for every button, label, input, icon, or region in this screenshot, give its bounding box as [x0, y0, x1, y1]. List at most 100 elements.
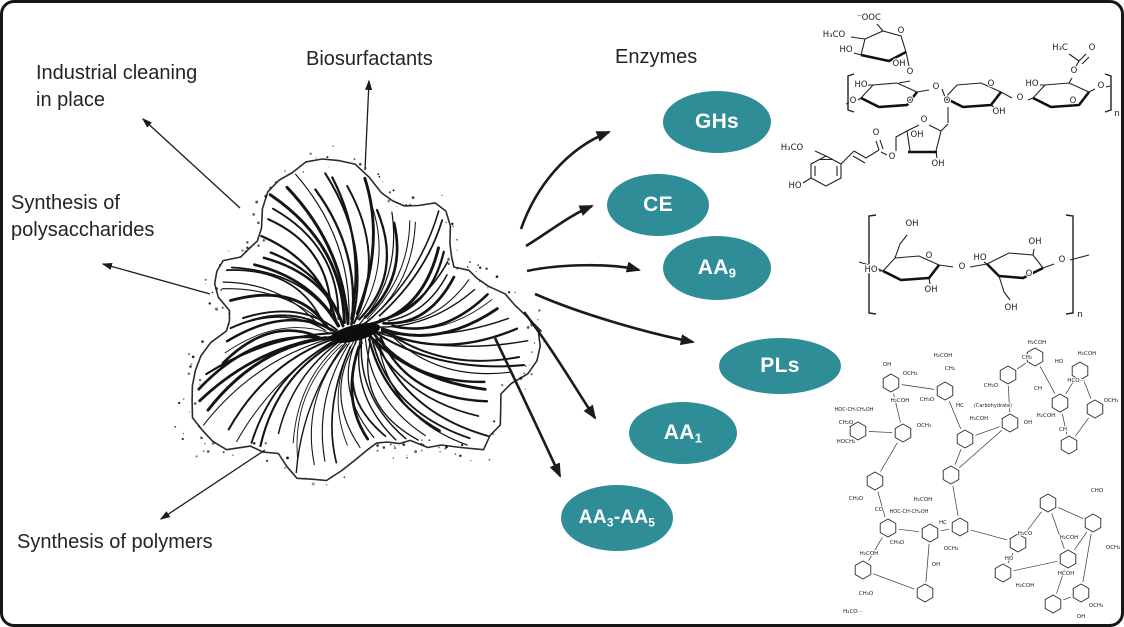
chem-label: O: [1071, 66, 1078, 76]
chem-label: O: [1059, 255, 1066, 265]
chem-label: H₂COH: [860, 551, 879, 557]
chem-label: OH: [1077, 614, 1085, 620]
chem-label: OCH₃: [1104, 398, 1119, 404]
fungus-speckle: [382, 446, 386, 449]
arrow-biosurfactants: [364, 79, 373, 171]
fungus-gill: [259, 340, 340, 448]
fungus-gill: [221, 288, 328, 328]
fungus-gill: [340, 342, 361, 448]
chem-label: H₂COH: [1016, 583, 1035, 589]
fungus-speckle: [264, 194, 268, 198]
chem-label: HO: [864, 265, 877, 275]
chem-label: O: [873, 128, 880, 138]
lignin-bond: [948, 401, 962, 429]
fungus-gill: [198, 336, 327, 403]
fungus-speckle: [257, 244, 260, 247]
lignin-bond: [1024, 511, 1042, 535]
lignin-bond: [959, 430, 1002, 468]
enzyme-arrows: [493, 130, 695, 478]
enzyme-oval-ghs: GHs: [663, 91, 771, 153]
fungus-speckle: [479, 266, 482, 269]
lignin-bond: [868, 431, 893, 433]
label-synthesis-polymers: Synthesis of polymers: [17, 529, 213, 556]
chem-label: O: [1017, 93, 1024, 103]
fungus-gill: [372, 261, 449, 326]
fungus-speckle: [246, 241, 249, 244]
fungus-speckle: [358, 163, 362, 166]
chem-label: HO: [788, 181, 801, 191]
lignin-bond: [880, 442, 898, 472]
lignin-bond: [877, 491, 886, 518]
fungus-speckle: [460, 443, 464, 447]
lignin-aromatic-ring: [951, 517, 969, 537]
fungus-speckle: [284, 170, 286, 172]
lignin-aromatic-ring: [1060, 435, 1078, 455]
lignin-bond: [1008, 385, 1010, 413]
xylan-bonds: [802, 23, 1111, 187]
fungus-speckle: [187, 372, 191, 376]
fungus-gill: [388, 279, 470, 324]
chem-label: OH: [1024, 420, 1032, 426]
fungus-speckle: [500, 383, 504, 387]
fungus-speckle: [178, 401, 181, 405]
lignin-bond: [868, 537, 883, 561]
fungus-speckle: [451, 222, 454, 226]
lignin-aromatic-ring: [849, 421, 867, 441]
fungus-gill: [367, 317, 510, 336]
fungus-speckle: [193, 402, 197, 405]
fungus-gill: [388, 332, 521, 362]
chem-label: O: [1026, 269, 1033, 279]
fungus-speckle: [187, 353, 191, 356]
lignin-bond: [873, 573, 915, 590]
chem-label: O: [933, 82, 940, 92]
fungus-speckle: [244, 250, 247, 253]
chem-label: H₂COH: [1078, 351, 1097, 357]
fungus-speckle: [222, 451, 225, 454]
lignin-bond: [975, 426, 1000, 436]
enzyme-label-pls: PLs: [760, 354, 800, 377]
fungus-speckle: [393, 445, 395, 447]
fungus-gill: [391, 293, 489, 330]
fungus-speckle: [252, 441, 256, 445]
fungus-gill: [356, 197, 380, 320]
fungus-speckle: [202, 450, 205, 452]
arrow-polysaccharides: [101, 263, 211, 295]
fungus-speckle: [530, 373, 533, 376]
chem-label: OCH₃: [944, 546, 959, 552]
lignin-bond: [1065, 380, 1075, 394]
cellulose-bonds: [858, 234, 1090, 301]
lignin-bond: [970, 529, 1008, 541]
fungus-gill: [221, 329, 318, 365]
fungus-gill: [355, 176, 375, 316]
fungus-speckle: [389, 443, 392, 446]
lignin-bond: [925, 543, 930, 583]
fungus-gill: [296, 344, 343, 459]
fungus-speckle: [214, 307, 218, 311]
fungus-speckle: [365, 167, 367, 169]
fungus-gill: [260, 234, 338, 323]
fungus-speckle: [447, 257, 450, 260]
chem-label: H₃CO: [823, 30, 846, 40]
fungus-gill: [285, 185, 350, 326]
chem-label: CH₂O: [859, 591, 874, 597]
fungus-gill: [267, 218, 333, 317]
fungus-speckle: [392, 457, 394, 459]
fungus-speckle: [451, 259, 454, 262]
fungus-gill: [253, 263, 341, 328]
fungus-speckle: [393, 446, 397, 450]
fungus-speckle: [479, 280, 481, 283]
chem-label: OH: [924, 285, 937, 295]
lignin-aromatic-ring: [936, 381, 954, 401]
fungus-gill: [277, 338, 344, 435]
lignin-aromatic-ring: [1072, 583, 1090, 603]
label-biosurfactants-text: Biosurfactants: [306, 48, 433, 70]
fungus-gill: [222, 281, 319, 325]
arrow-polymers: [159, 449, 266, 520]
fungus-speckle: [466, 266, 469, 268]
lignin-bond: [954, 449, 962, 465]
chem-label: O: [1070, 96, 1077, 106]
label-enzymes-heading-text: Enzymes: [615, 46, 698, 68]
enzyme-oval-pls: PLs: [719, 338, 841, 394]
fungus-speckle: [537, 319, 539, 321]
